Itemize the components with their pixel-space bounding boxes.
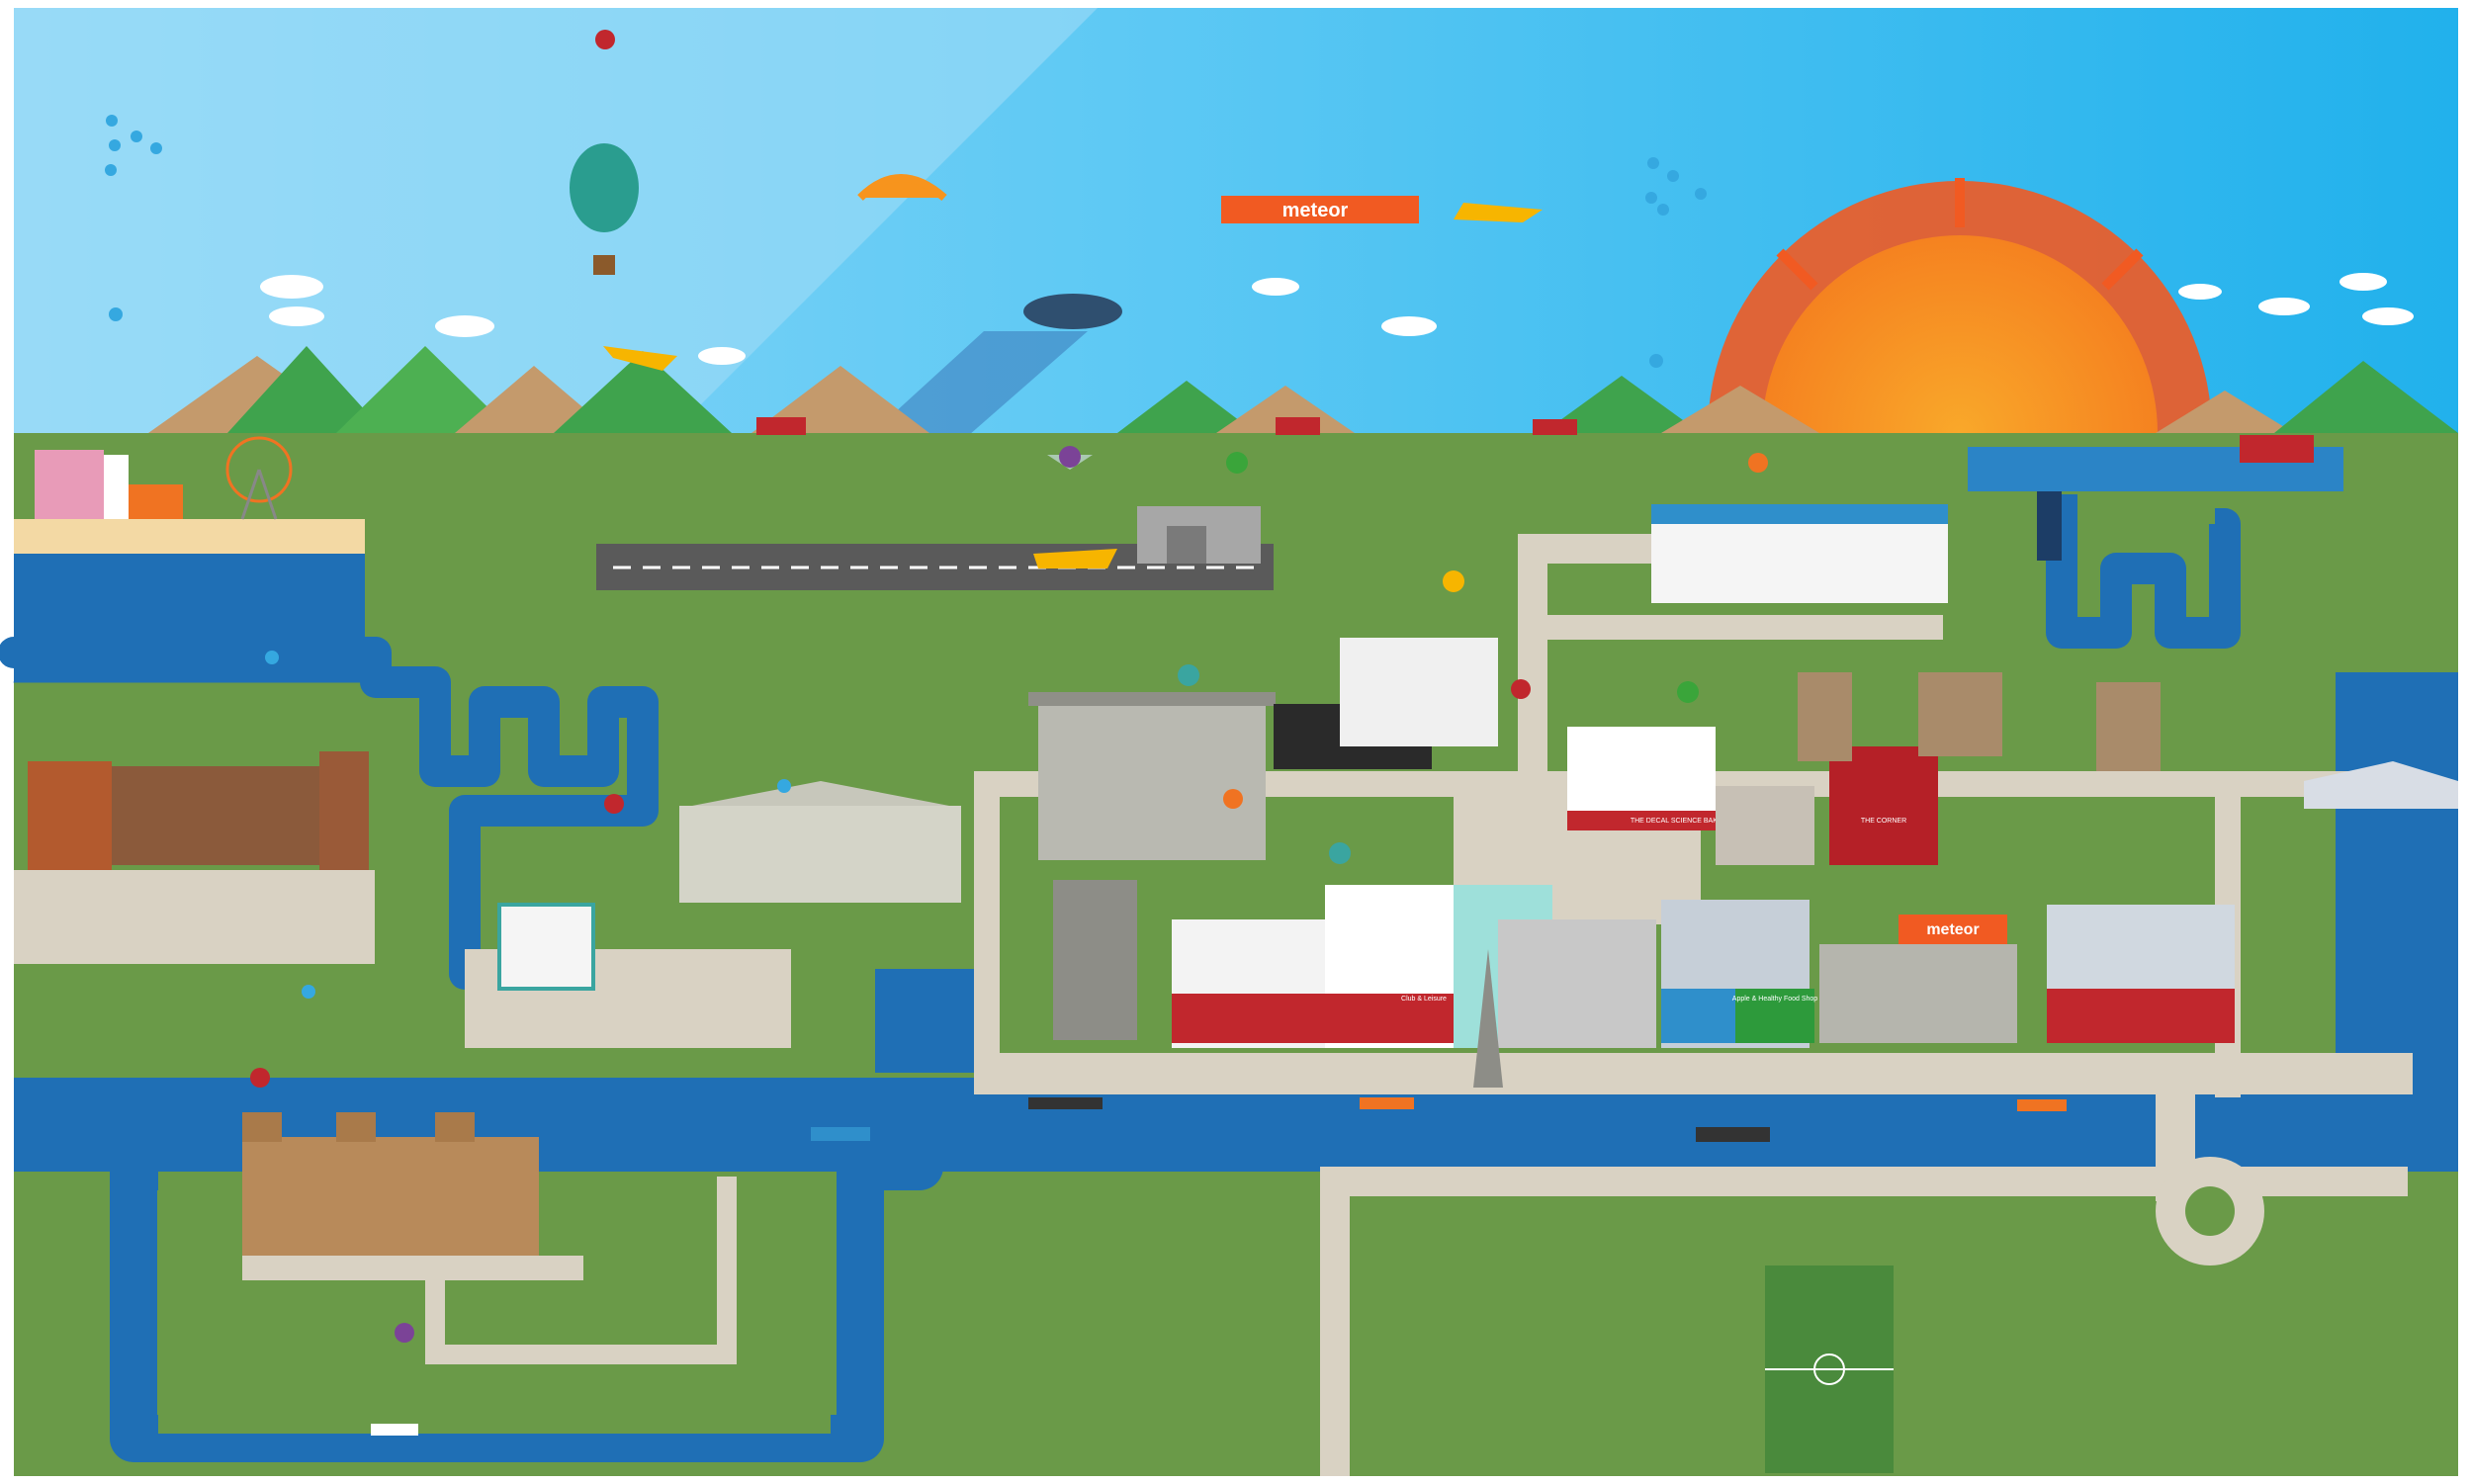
church-spire: [1473, 949, 1503, 1088]
shop-sign-healthy: Apple & Healthy Food Shop: [1732, 996, 1817, 1003]
heart-icon[interactable]: [595, 30, 615, 49]
airstrip: [596, 506, 1274, 590]
government-building: [679, 781, 961, 903]
camera-icon[interactable]: [1748, 453, 1768, 473]
twitter-icon[interactable]: [302, 985, 315, 999]
ferris-wheel: [225, 436, 293, 520]
twitter-icon[interactable]: [1645, 157, 1707, 216]
twitter-icon[interactable]: [1649, 354, 1663, 368]
twitter-icon[interactable]: [109, 307, 123, 321]
clouds: [260, 273, 2414, 365]
town-hall: [1028, 692, 1276, 860]
location-pin-icon[interactable]: [1178, 664, 1199, 686]
heart-icon[interactable]: [1511, 679, 1531, 699]
castle-ruins: [1798, 672, 2161, 771]
roundabout-centre: [2185, 1186, 2235, 1236]
shop-sign-corner: THE CORNER: [1861, 818, 1906, 825]
location-pin-icon[interactable]: [1047, 446, 1093, 470]
horizon-houses: [756, 417, 2314, 463]
twitter-icon[interactable]: [777, 779, 791, 793]
sky-light-ray: [14, 8, 1098, 433]
billboard-brand: meteor: [1926, 921, 1979, 938]
modern-office: [1274, 638, 1498, 769]
rain-cloud: [870, 294, 1122, 435]
twitter-icon[interactable]: [265, 651, 279, 664]
paraglider: [857, 174, 947, 202]
shopping-street: Apple & Healthy Food Shop meteor Club & …: [1172, 885, 2235, 1048]
small-plane: [603, 346, 677, 371]
bell-icon[interactable]: [1223, 789, 1243, 809]
beach-houses: [35, 450, 183, 519]
stadium: [1651, 504, 1948, 603]
music-icon[interactable]: [395, 1323, 414, 1343]
boats: [371, 1097, 2067, 1436]
beach: [14, 519, 365, 554]
waterfall: [2037, 491, 2062, 561]
main-street-block: THE DECAL SCIENCE BAKERY THE CORNER: [1567, 727, 1938, 865]
bandstand: [497, 903, 595, 991]
island-paths: [242, 1177, 737, 1364]
phone-icon[interactable]: [1329, 842, 1351, 864]
heart-icon[interactable]: [250, 1068, 270, 1088]
location-pin-icon[interactable]: [1443, 570, 1464, 592]
stone-tower: [1053, 880, 1137, 1040]
banner-brand: meteor: [1282, 200, 1349, 221]
canal: [875, 969, 984, 1073]
shop-sign-bakery: THE DECAL SCIENCE BAKERY: [1631, 818, 1732, 825]
runway-plane: [1033, 549, 1117, 568]
banner-plane: meteor: [1221, 196, 1543, 223]
chat-icon[interactable]: [1677, 681, 1699, 703]
left-buildings: [28, 751, 369, 870]
football-pitch: [1765, 1266, 1894, 1473]
twitter-icon[interactable]: [105, 115, 162, 176]
bridge: [2304, 761, 2458, 809]
hot-air-balloon: [570, 143, 639, 275]
mountains: [148, 346, 2458, 433]
river-winding-right: [2046, 494, 2241, 649]
heart-icon[interactable]: [604, 794, 624, 814]
location-pin-icon[interactable]: [1226, 452, 1248, 474]
castle: [242, 1112, 539, 1261]
shop-sign-club: Club & Leisure: [1401, 996, 1447, 1003]
